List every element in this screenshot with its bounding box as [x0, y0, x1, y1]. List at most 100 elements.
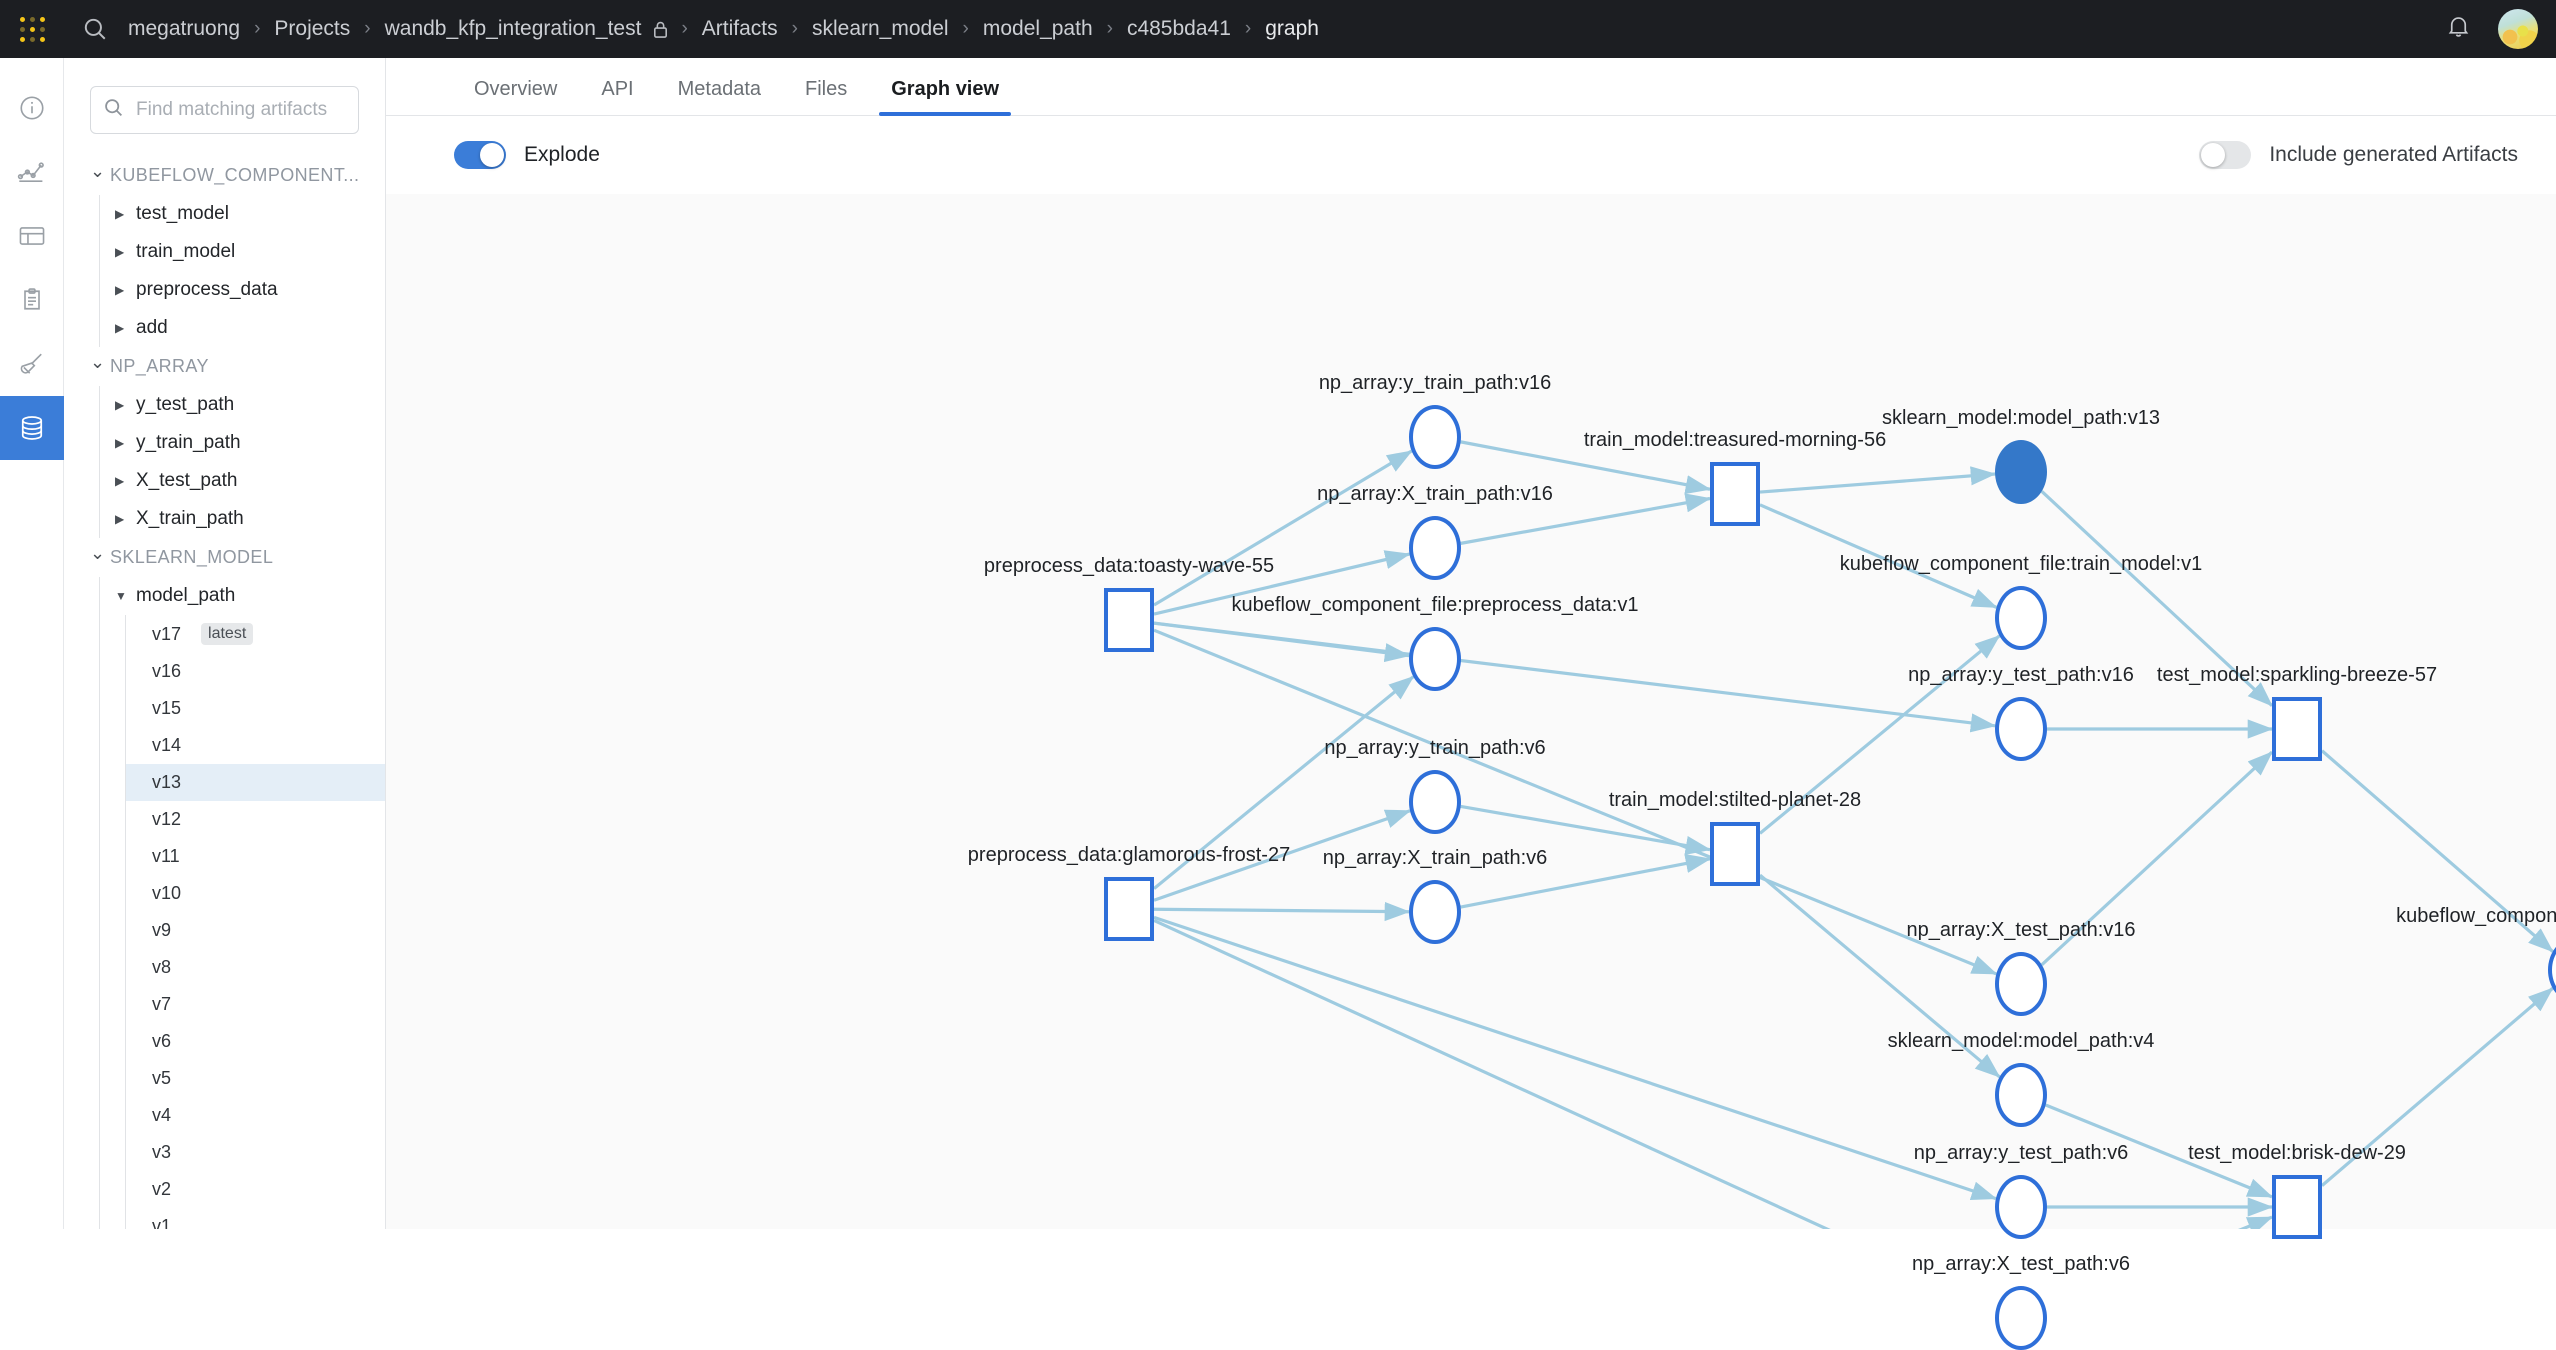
tree-group-label: KUBEFLOW_COMPONENT...	[110, 165, 360, 185]
tab-overview[interactable]: Overview	[474, 78, 558, 100]
artifact-graph-canvas[interactable]: np_array:y_train_path:v16 preprocess_data…	[386, 194, 2556, 1350]
caret-right-icon	[115, 399, 125, 411]
artifact-search-box[interactable]	[90, 86, 359, 134]
database-icon[interactable]	[0, 396, 64, 460]
tree-group-body: y_test_pathy_train_pathX_test_pathX_trai…	[99, 386, 385, 538]
tab-graph-view[interactable]: Graph view	[869, 78, 1021, 116]
graph-node[interactable]: test_model:brisk-dew-29	[2188, 1142, 2406, 1239]
graph-node-label: sklearn_model:model_path:v4	[1887, 1030, 2155, 1052]
tree-item-add[interactable]: add	[100, 309, 385, 347]
version-item-v1[interactable]: v1	[126, 1208, 385, 1229]
tree-item-train_model[interactable]: train_model	[100, 233, 385, 271]
breadcrumb-item-sklearn_model[interactable]: sklearn_model	[811, 17, 949, 40]
info-icon[interactable]	[0, 76, 64, 140]
version-item-v11[interactable]: v11	[126, 838, 385, 875]
breadcrumb-separator: ›	[254, 18, 261, 39]
graph-edge	[1153, 919, 1831, 1229]
graph-node[interactable]: np_array:X_train_path:v6	[1323, 847, 1547, 944]
explode-toggle-group[interactable]: Explode	[454, 141, 600, 169]
include-generated-toggle-group[interactable]: Include generated Artifacts	[2199, 141, 2518, 169]
graph-node[interactable]: np_array:y_train_path:v6	[1324, 737, 1546, 834]
tree-item-preprocess_data[interactable]: preprocess_data	[100, 271, 385, 309]
breadcrumb-item-megatruong[interactable]: megatruong	[128, 17, 241, 40]
version-item-v13[interactable]: v13	[126, 764, 385, 801]
version-item-v9[interactable]: v9	[126, 912, 385, 949]
graph-node-label: kubeflow_component_file:train_model:v1	[1839, 553, 2203, 575]
search-input[interactable]	[134, 98, 346, 122]
version-item-v7[interactable]: v7	[126, 986, 385, 1023]
breadcrumb-item-c485bda41[interactable]: c485bda41	[1126, 17, 1231, 40]
tree-group-sklearn-model[interactable]: SKLEARN_MODEL	[64, 538, 385, 577]
graph-node[interactable]: np_array:X_test_path:v6	[1912, 1253, 2130, 1350]
graph-node-label: kubeflow_component_file:preprocess_data:…	[1231, 594, 1639, 616]
tree-item-y_train_path[interactable]: y_train_path	[100, 424, 385, 462]
graph-node[interactable]: test_model:sparkling-breeze-57	[2157, 664, 2437, 761]
graph-node[interactable]: kubeflow_component_file:train_model:v1	[1840, 553, 2202, 650]
caret-right-icon	[115, 322, 125, 334]
tab-files[interactable]: Files	[805, 78, 848, 100]
graph-node[interactable]: preprocess_data:toasty-wave-55	[984, 555, 1274, 652]
graph-node[interactable]: train_model:treasured-morning-56	[1584, 429, 1886, 526]
version-label: v11	[152, 846, 180, 866]
graph-node-label: np_array:X_test_path:v6	[1912, 1253, 2130, 1275]
version-item-v8[interactable]: v8	[126, 949, 385, 986]
graph-node[interactable]: sklearn_model:model_path:v4	[1888, 1030, 2154, 1127]
graph-node[interactable]: kubeflow_component_file:test_model:v1	[2396, 905, 2556, 1002]
graph-edge	[2320, 987, 2554, 1187]
graph-node[interactable]: kubeflow_component_file:preprocess_data:…	[1232, 594, 1638, 691]
tree-item-x_train_path[interactable]: X_train_path	[100, 500, 385, 538]
graph-node[interactable]: np_array:y_test_path:v6	[1914, 1142, 2128, 1239]
graph-node-label: np_array:X_test_path:v16	[1906, 919, 2136, 941]
breadcrumb-item-wandb_kfp_integration_test[interactable]: wandb_kfp_integration_test	[384, 17, 642, 40]
node-rect-shape	[1710, 822, 1760, 886]
avatar[interactable]	[2498, 9, 2538, 49]
node-rect-shape	[1710, 462, 1760, 526]
graph-edges	[1152, 440, 2554, 1229]
tree-item-model_path[interactable]: model_path	[100, 577, 385, 615]
graph-node-label: train_model:treasured-morning-56	[1583, 429, 1887, 451]
explode-toggle[interactable]	[454, 141, 506, 169]
version-item-v15[interactable]: v15	[126, 690, 385, 727]
include-generated-toggle[interactable]	[2199, 141, 2252, 169]
clipboard-icon[interactable]	[0, 268, 64, 332]
broom-icon[interactable]	[0, 332, 64, 396]
search-icon[interactable]	[64, 0, 126, 58]
graph-node[interactable]: train_model:stilted-planet-28	[1609, 789, 1861, 886]
breadcrumb-item-model_path[interactable]: model_path	[982, 17, 1093, 40]
tab-api[interactable]: API	[601, 78, 634, 100]
graph-node[interactable]: np_array:y_train_path:v16	[1319, 372, 1551, 469]
version-item-v16[interactable]: v16	[126, 653, 385, 690]
tree-group-body: test_modeltrain_modelpreprocess_dataadd	[99, 195, 385, 347]
graph-node[interactable]: np_array:y_test_path:v16	[1908, 664, 2134, 761]
version-item-v3[interactable]: v3	[126, 1134, 385, 1171]
tree-group-kubeflow-component-[interactable]: KUBEFLOW_COMPONENT...	[64, 156, 385, 195]
table-icon[interactable]	[0, 204, 64, 268]
latest-badge: latest	[201, 623, 254, 645]
waffle-icon[interactable]	[0, 0, 64, 58]
breadcrumb-item-graph[interactable]: graph	[1265, 17, 1319, 40]
node-circle-shape	[1409, 880, 1461, 944]
graph-node[interactable]: sklearn_model:model_path:v13	[1882, 407, 2160, 504]
version-item-v5[interactable]: v5	[126, 1060, 385, 1097]
tree-item-x_test_path[interactable]: X_test_path	[100, 462, 385, 500]
graph-node[interactable]: preprocess_data:glamorous-frost-27	[968, 844, 1290, 941]
graph-node-label: np_array:y_train_path:v6	[1324, 737, 1546, 759]
tree-item-y_test_path[interactable]: y_test_path	[100, 386, 385, 424]
tree-item-test_model[interactable]: test_model	[100, 195, 385, 233]
version-item-v6[interactable]: v6	[126, 1023, 385, 1060]
line-chart-icon[interactable]	[0, 140, 64, 204]
breadcrumb-item-projects[interactable]: Projects	[274, 17, 351, 40]
breadcrumb-item-artifacts[interactable]: Artifacts	[701, 17, 778, 40]
tab-metadata[interactable]: Metadata	[677, 78, 761, 100]
version-item-v12[interactable]: v12	[126, 801, 385, 838]
tree-group-np-array[interactable]: NP_ARRAY	[64, 347, 385, 386]
graph-node[interactable]: np_array:X_train_path:v16	[1317, 483, 1553, 580]
version-item-v4[interactable]: v4	[126, 1097, 385, 1134]
graph-node[interactable]: np_array:X_test_path:v16	[1906, 919, 2136, 1016]
caret-right-icon	[115, 208, 125, 220]
bell-icon[interactable]	[2445, 13, 2472, 45]
version-item-v10[interactable]: v10	[126, 875, 385, 912]
version-item-v2[interactable]: v2	[126, 1171, 385, 1208]
version-item-v14[interactable]: v14	[126, 727, 385, 764]
